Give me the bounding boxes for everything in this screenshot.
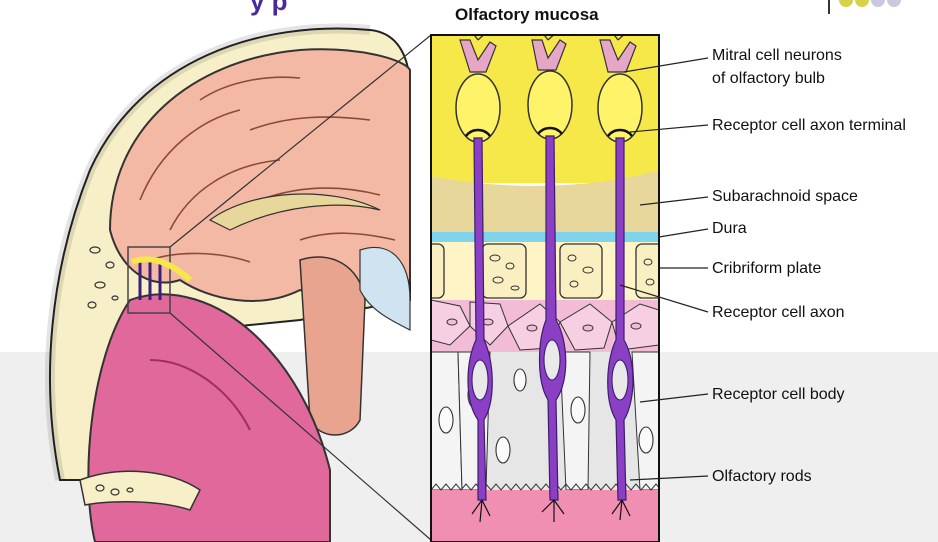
brainstem [300,257,365,435]
head-section [50,29,431,542]
label-dura: Dura [712,218,747,239]
label-receptor-axon: Receptor cell axon [712,302,845,323]
label-mitral-line1: Mitral cell neurons [712,45,842,66]
nasal-cavity [88,294,330,542]
label-receptor-body: Receptor cell body [712,384,845,405]
label-olfactory-rods: Olfactory rods [712,466,812,487]
mucosa-panel [424,28,666,542]
cribriform-layer [431,242,659,300]
label-subarachnoid: Subarachnoid space [712,186,858,207]
dura-layer [431,232,659,242]
label-mitral-line2: of olfactory bulb [712,68,825,89]
label-cribriform: Cribriform plate [712,258,821,279]
label-axon-terminal: Receptor cell axon terminal [712,115,906,136]
